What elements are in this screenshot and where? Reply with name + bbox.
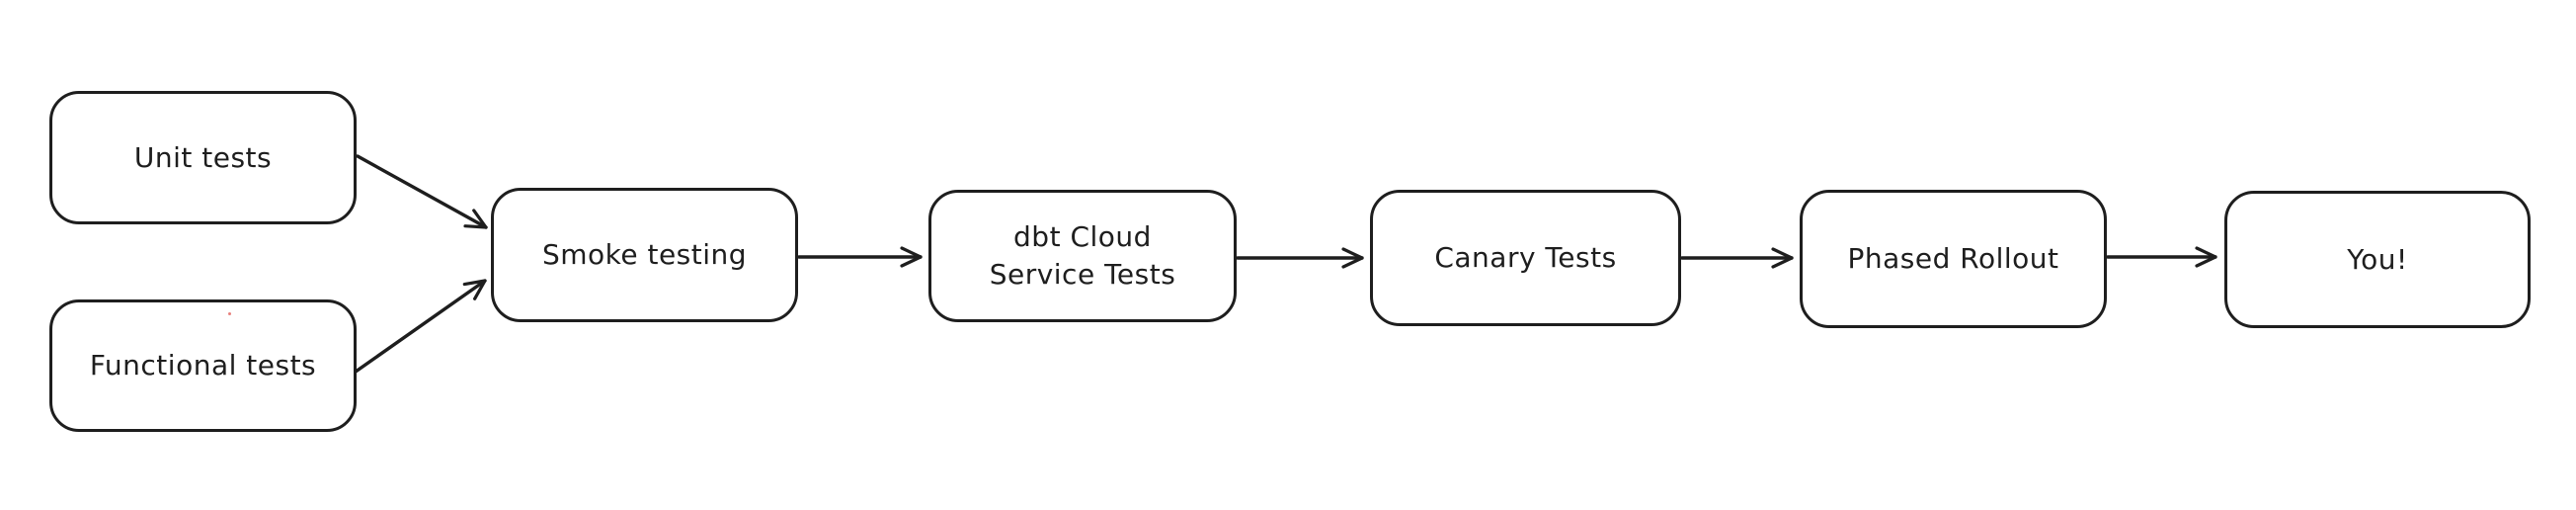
node-phased-rollout: Phased Rollout	[1800, 190, 2107, 328]
stray-red-dot	[228, 312, 231, 315]
node-you-label: You!	[2347, 242, 2408, 276]
node-canary-tests-label: Canary Tests	[1434, 241, 1617, 274]
node-dbt-cloud-service-tests-label: dbt Cloud Service Tests	[989, 220, 1176, 291]
node-functional-tests: Functional tests	[49, 299, 357, 432]
node-canary-tests: Canary Tests	[1370, 190, 1681, 326]
node-unit-tests-label: Unit tests	[133, 140, 273, 174]
node-you: You!	[2224, 191, 2531, 328]
node-unit-tests: Unit tests	[49, 91, 357, 224]
arrow-unit-tests-to-smoke-testing	[356, 154, 488, 229]
node-smoke-testing-label: Smoke testing	[541, 238, 748, 271]
node-smoke-testing: Smoke testing	[491, 188, 798, 322]
node-functional-tests-label: Functional tests	[89, 349, 317, 382]
arrow-functional-tests-to-smoke-testing	[354, 279, 487, 374]
node-phased-rollout-label: Phased Rollout	[1847, 242, 2059, 275]
node-dbt-cloud-service-tests: dbt Cloud Service Tests	[928, 190, 1237, 322]
